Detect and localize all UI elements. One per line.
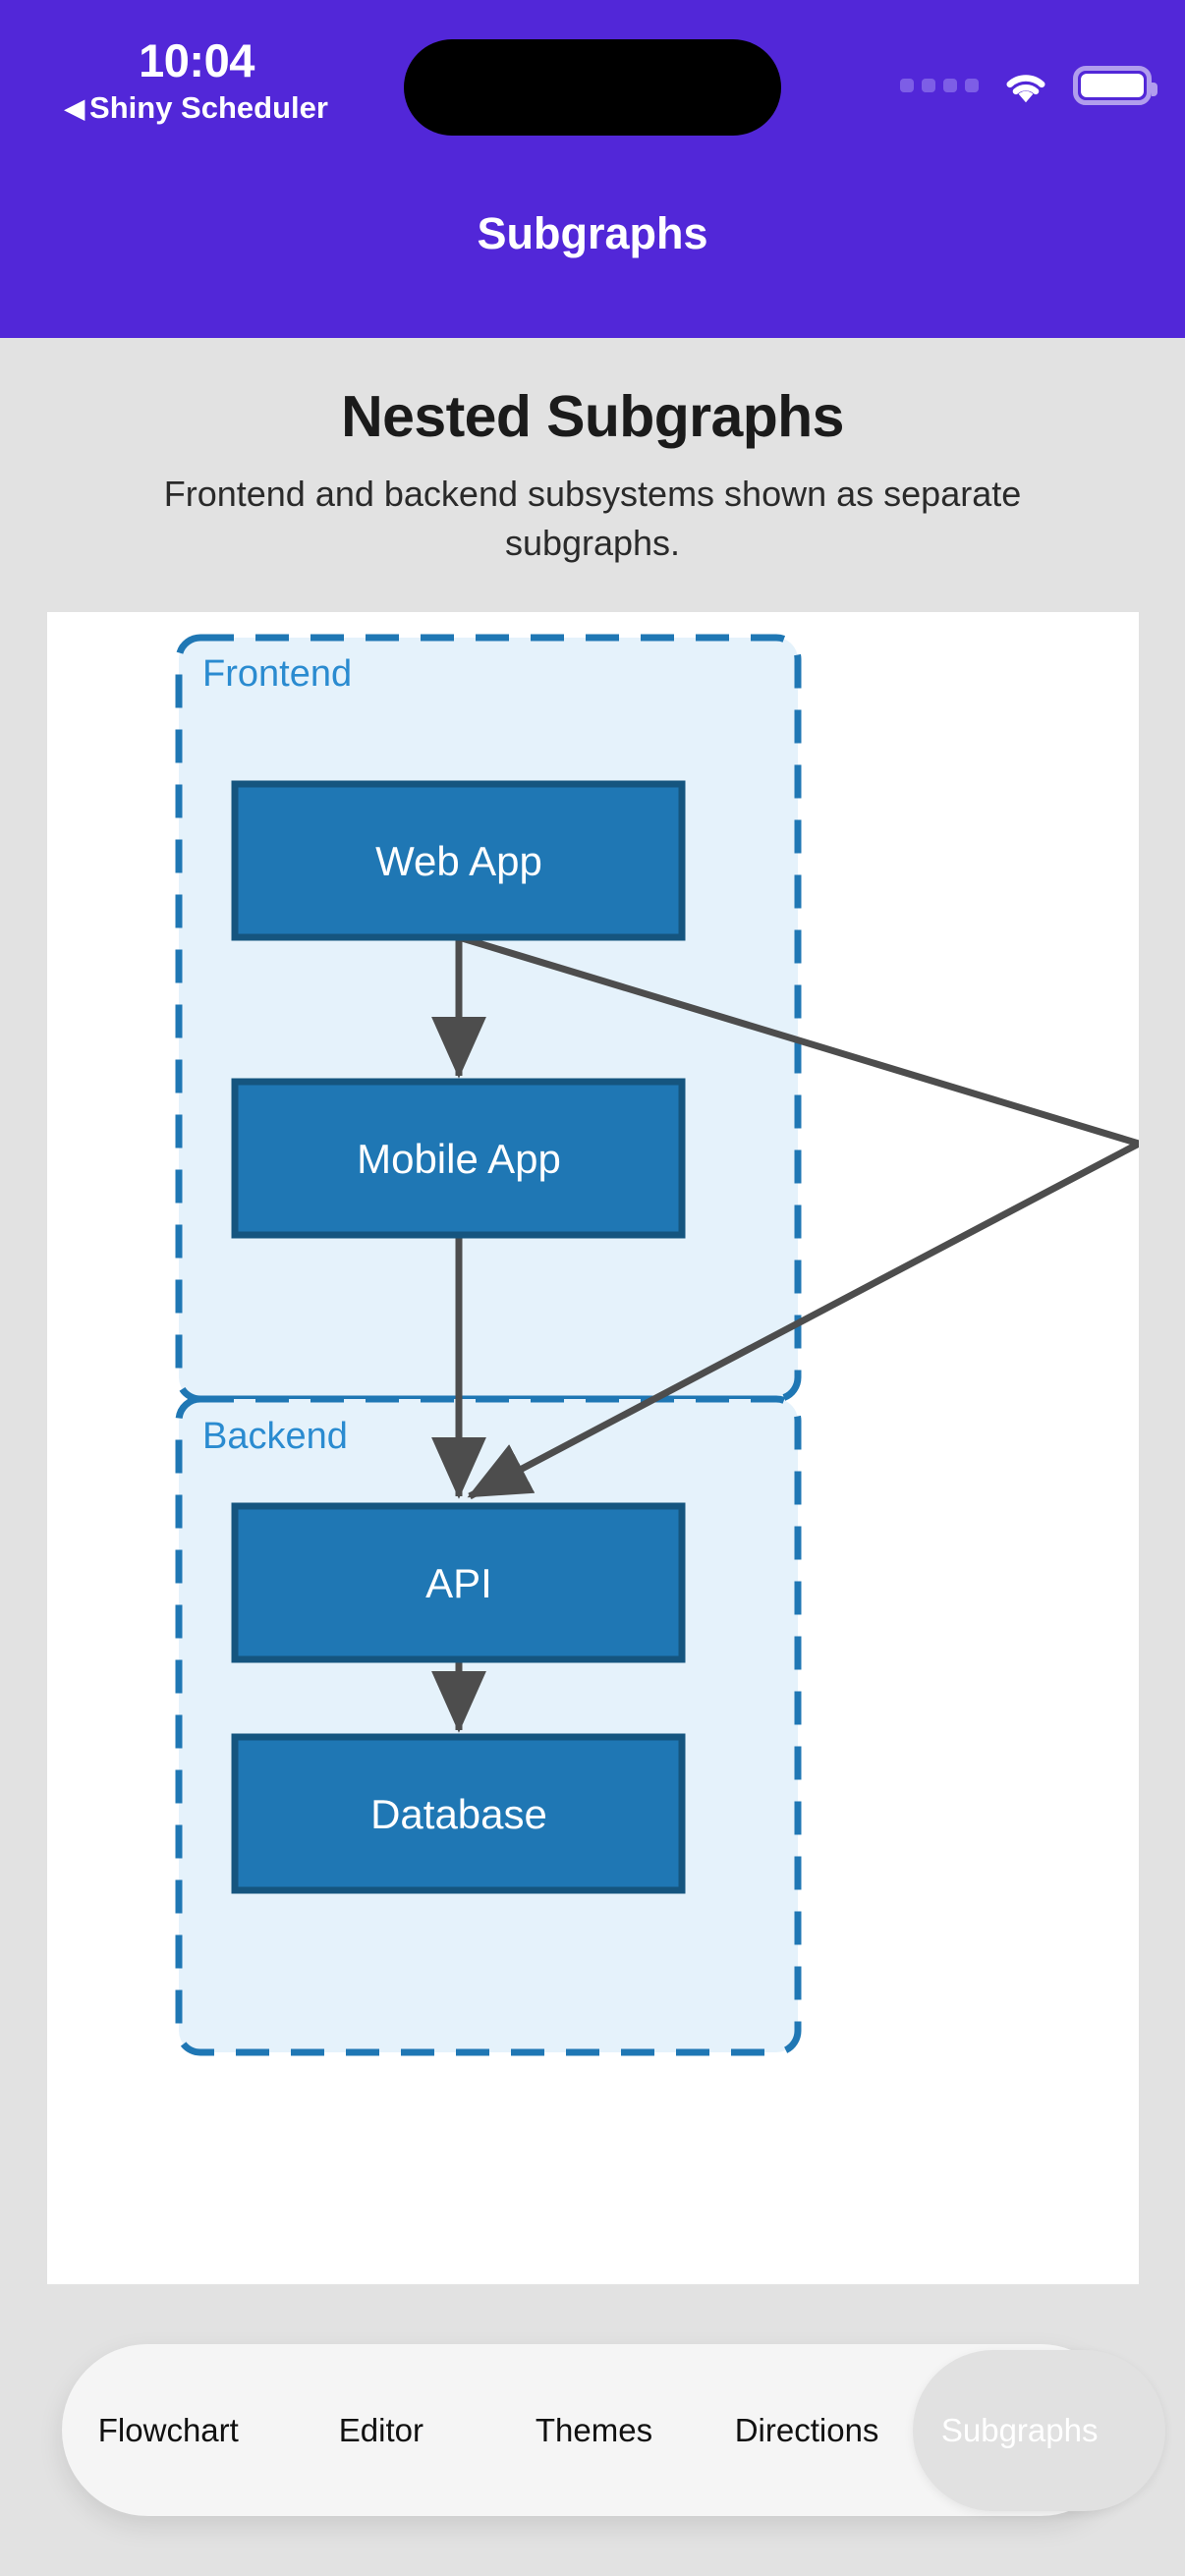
tab-subgraphs-label: Subgraphs — [940, 2411, 1099, 2448]
tab-editor[interactable]: Editor — [275, 2344, 488, 2516]
subgraph-frontend-label: Frontend — [202, 653, 352, 695]
page-subtitle: Frontend and backend subsystems shown as… — [163, 474, 1022, 563]
back-to-app-link[interactable]: ◀Shiny Scheduler — [29, 90, 364, 126]
back-caret-icon: ◀ — [65, 93, 85, 123]
tab-subgraphs[interactable]: Subgraphs — [913, 2349, 1165, 2511]
edge-web-to-api-in — [467, 1140, 1139, 1500]
navigation-bar: 10:04 ◀Shiny Scheduler Subgraphs — [0, 0, 1185, 338]
tab-flowchart-label: Flowchart — [97, 2411, 239, 2448]
edge-web-to-api-out — [457, 933, 1139, 1148]
main-content: Nested Subgraphs Frontend and backend su… — [0, 338, 1185, 2336]
signal-dots-icon — [900, 79, 979, 92]
node-web-app[interactable]: Web App — [231, 780, 686, 941]
tab-editor-label: Editor — [338, 2411, 423, 2448]
status-bar-left: 10:04 ◀Shiny Scheduler — [29, 35, 364, 126]
status-bar: 10:04 ◀Shiny Scheduler — [0, 0, 1185, 157]
back-to-app-label: Shiny Scheduler — [89, 90, 328, 125]
tab-flowchart[interactable]: Flowchart — [62, 2344, 275, 2516]
tab-themes[interactable]: Themes — [487, 2344, 701, 2516]
tab-directions-label: Directions — [734, 2411, 879, 2448]
subgraph-frontend-box — [175, 634, 802, 1403]
node-api-label: API — [425, 1560, 492, 1606]
battery-icon — [1073, 66, 1157, 105]
node-api[interactable]: API — [231, 1502, 686, 1663]
subgraph-frontend: Frontend — [175, 634, 802, 1403]
bottom-tab-bar: Flowchart Editor Themes Directions Subgr… — [62, 2344, 1165, 2516]
dynamic-island — [404, 39, 781, 136]
tab-list: Flowchart Editor Themes Directions Subgr… — [62, 2344, 1165, 2516]
wifi-icon — [1000, 66, 1051, 105]
status-bar-right — [900, 61, 1157, 110]
page-nav-title: Subgraphs — [477, 208, 708, 258]
status-time: 10:04 — [139, 34, 254, 86]
diagram-card[interactable]: Frontend Backend We — [47, 612, 1139, 2284]
tab-themes-label: Themes — [535, 2411, 653, 2448]
tab-directions[interactable]: Directions — [701, 2344, 914, 2516]
node-database[interactable]: Database — [231, 1733, 686, 1894]
page-title: Nested Subgraphs — [341, 384, 844, 449]
flowchart-svg: Frontend Backend We — [175, 634, 1139, 2056]
node-database-label: Database — [370, 1791, 547, 1837]
edge-group — [431, 933, 1139, 1733]
node-web-app-label: Web App — [375, 838, 542, 884]
subgraph-backend-box — [175, 1395, 802, 2056]
subgraph-backend-label: Backend — [202, 1416, 348, 1457]
node-mobile-app-label: Mobile App — [357, 1136, 561, 1182]
subgraph-backend: Backend — [175, 1395, 802, 2056]
node-mobile-app[interactable]: Mobile App — [231, 1078, 686, 1239]
